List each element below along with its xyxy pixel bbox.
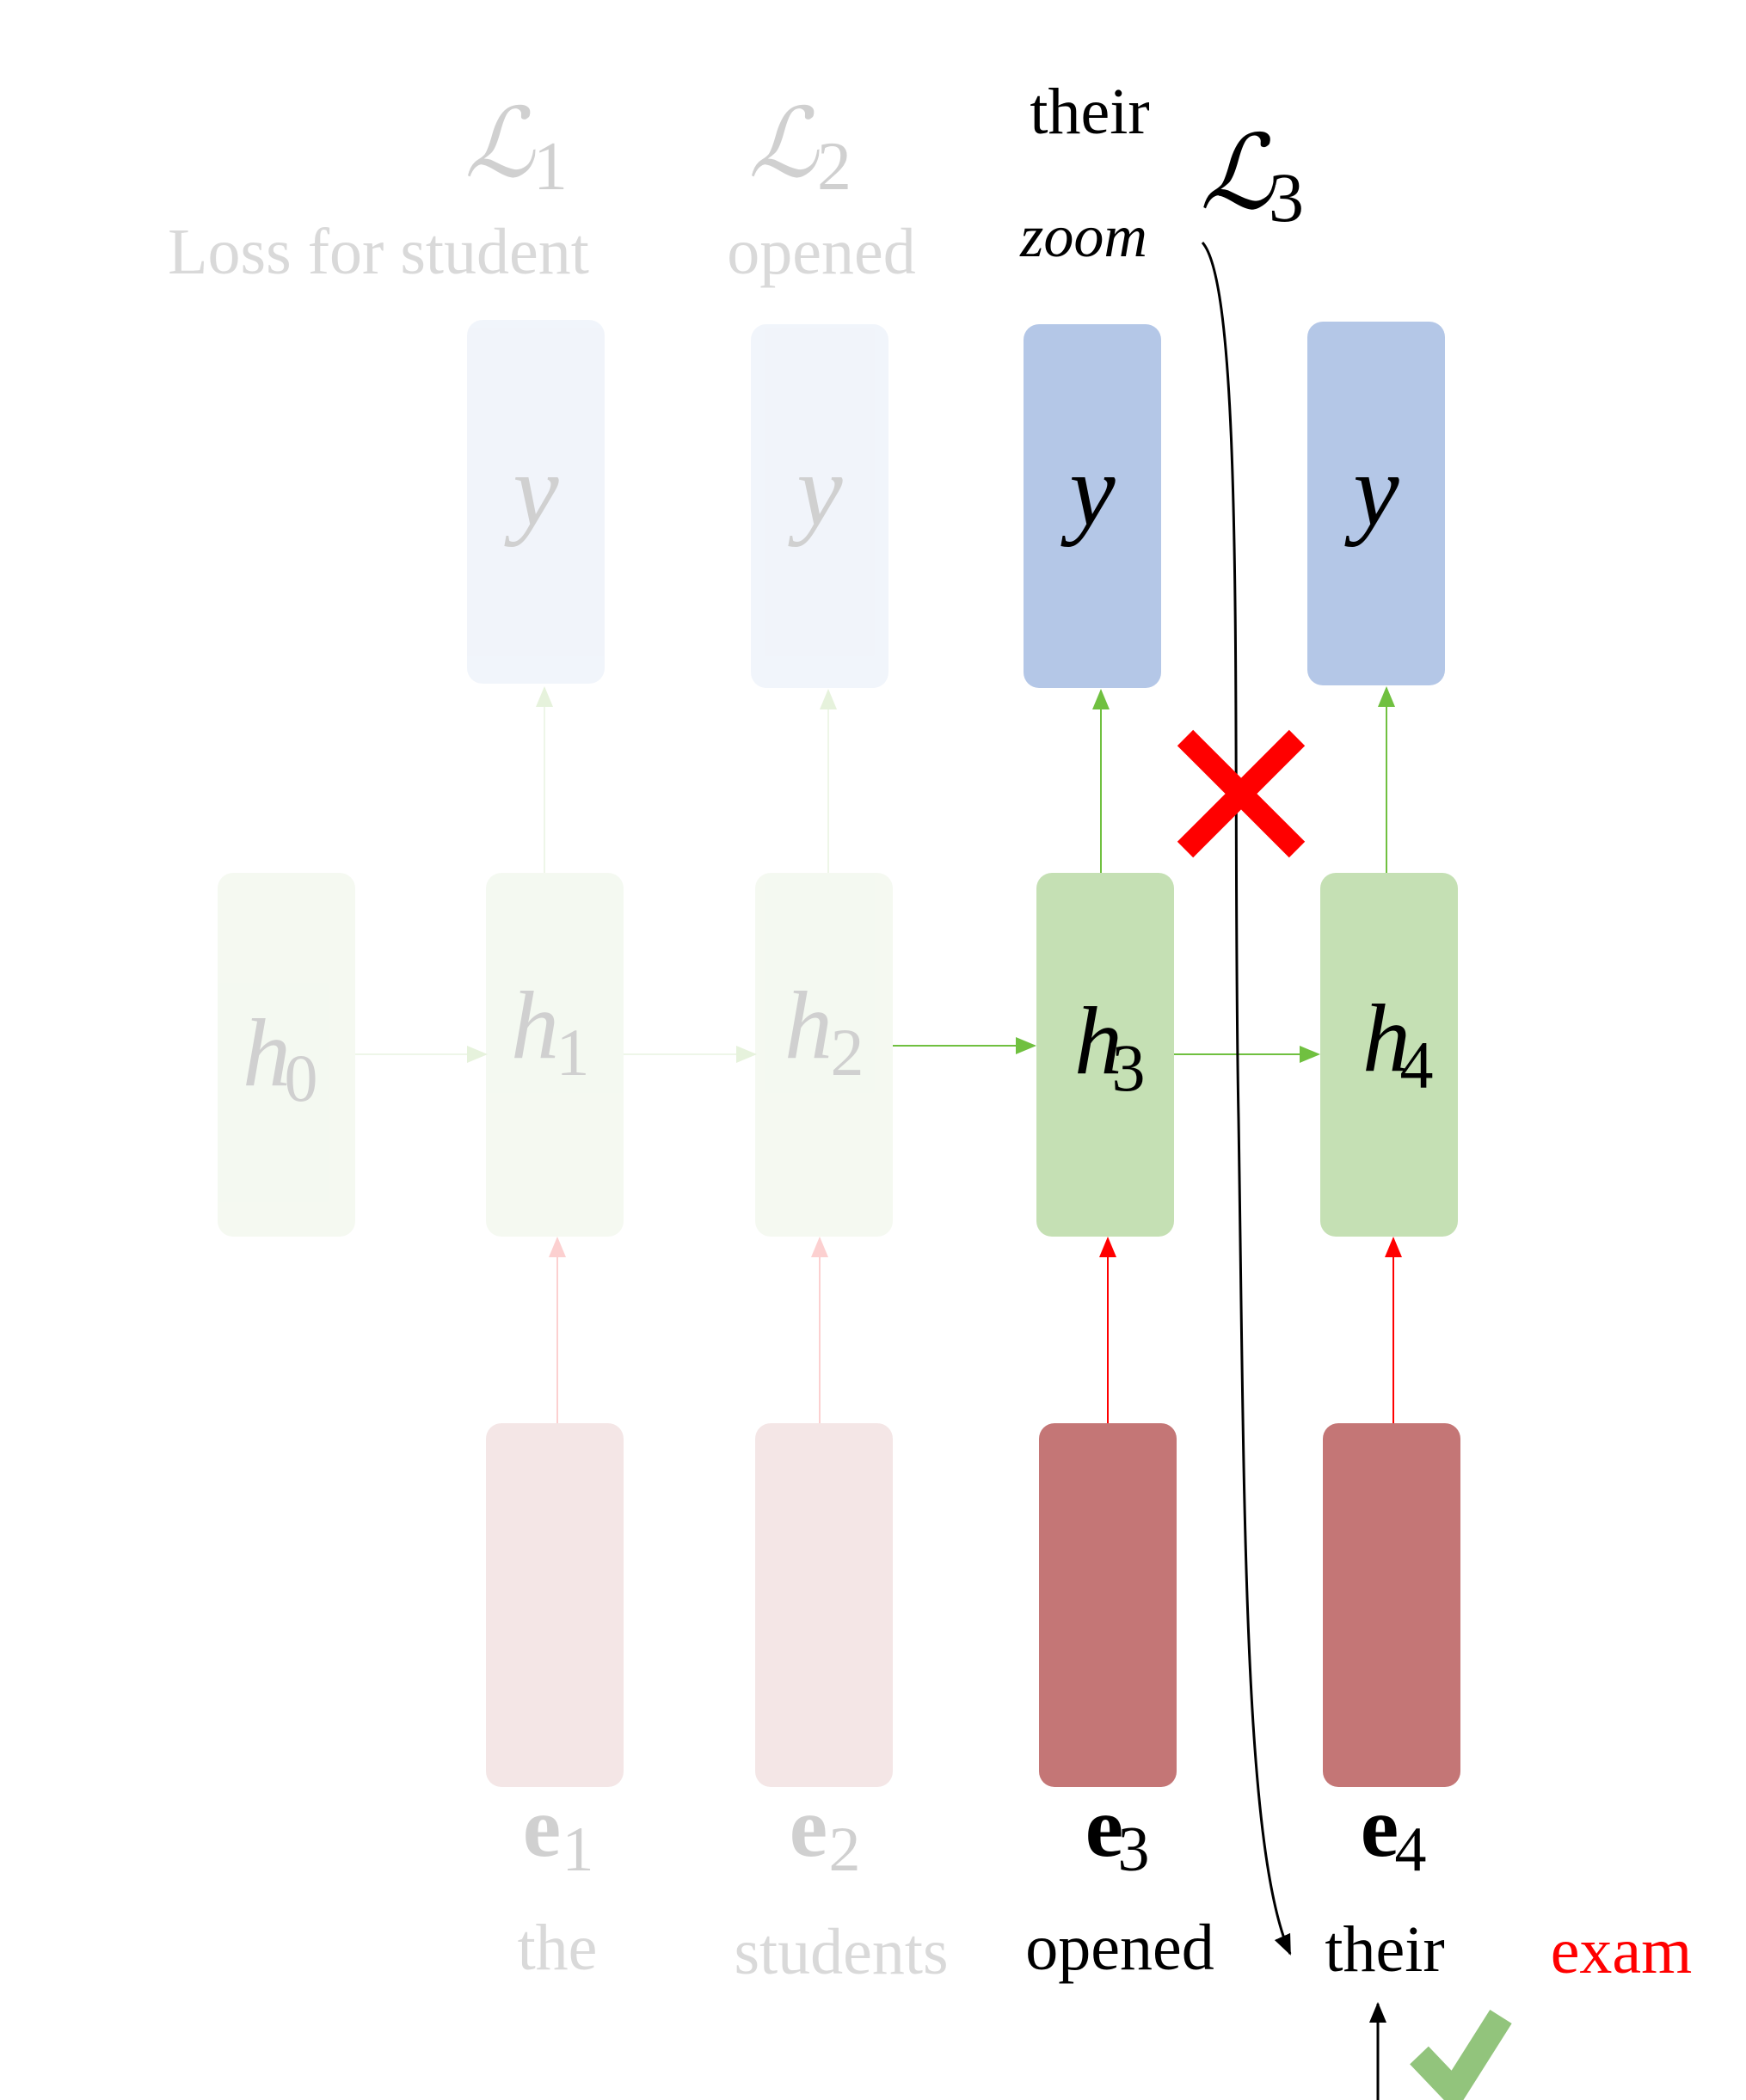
y-box-2-label: y	[787, 433, 843, 547]
loss-3-subscript: 3	[1269, 158, 1304, 236]
e-label-4: e 4	[1361, 1779, 1427, 1885]
e-box-3	[1039, 1423, 1177, 1787]
loss-3-label: ℒ 3	[1200, 116, 1304, 236]
y-box-4: y	[1307, 322, 1445, 685]
h-box-3: h 3	[1036, 873, 1174, 1237]
e-label-1: e 1	[523, 1779, 594, 1885]
e-label-4-subscript: 4	[1395, 1814, 1427, 1885]
loss-2-label: ℒ 2	[748, 91, 851, 205]
y-box-2: y	[751, 324, 888, 688]
input-word-students: students	[734, 1916, 948, 1988]
e-label-2-subscript: 2	[829, 1814, 861, 1885]
h-box-2: h 2	[755, 873, 893, 1237]
loss-1-subscript: 1	[533, 129, 568, 205]
y-box-4-label: y	[1343, 433, 1399, 547]
h-box-4-letter: h	[1362, 986, 1411, 1092]
e-label-2: e 2	[790, 1779, 861, 1885]
label-zoom: zoom	[1019, 204, 1147, 270]
h-box-0-letter: h	[243, 1000, 291, 1107]
input-word-opened: opened	[1025, 1912, 1214, 1984]
e-box-2	[755, 1423, 893, 1787]
e-label-4-letter: e	[1361, 1779, 1399, 1875]
h-box-2-letter: h	[784, 973, 833, 1079]
loss-3-symbol: ℒ	[1200, 116, 1276, 230]
y-box-3-label: y	[1060, 433, 1116, 547]
e-label-1-letter: e	[523, 1779, 561, 1875]
e-label-3-letter: e	[1085, 1779, 1123, 1875]
h-box-0-subscript: 0	[285, 1041, 318, 1115]
loss-1-symbol: ℒ	[464, 91, 536, 198]
h-box-3-subscript: 3	[1112, 1030, 1146, 1105]
e-label-3: e 3	[1085, 1779, 1150, 1885]
h-box-4-subscript: 4	[1400, 1028, 1434, 1102]
e-label-1-subscript: 1	[563, 1814, 594, 1885]
label-opened-top: opened	[727, 216, 915, 288]
h-box-4: h 4	[1320, 873, 1458, 1237]
y-box-3: y	[1024, 324, 1161, 688]
e-label-2-letter: e	[790, 1779, 827, 1875]
h-box-1: h 1	[486, 873, 624, 1237]
y-box-1-label: y	[503, 433, 559, 547]
h-box-3-letter: h	[1074, 988, 1122, 1095]
input-word-exam: exam	[1551, 1915, 1693, 1987]
loss-1-label: ℒ 1	[464, 91, 568, 205]
e-box-1	[486, 1423, 624, 1787]
h-box-2-subscript: 2	[831, 1015, 864, 1090]
loss-2-symbol: ℒ	[748, 91, 820, 198]
y-box-1: y	[467, 320, 605, 684]
cross-icon	[1177, 729, 1306, 858]
loss-2-subscript: 2	[817, 129, 851, 205]
e-box-4	[1323, 1423, 1460, 1787]
h-box-1-letter: h	[511, 973, 559, 1079]
e-label-3-subscript: 3	[1118, 1814, 1150, 1885]
h-box-0: h 0	[218, 873, 355, 1237]
h-box-1-subscript: 1	[556, 1015, 590, 1090]
label-their-top: their	[1030, 76, 1149, 148]
teacher-forcing-curve-arrow	[1201, 242, 1292, 1956]
checkmark-icon	[1410, 2009, 1512, 2100]
input-word-the: the	[518, 1912, 598, 1984]
label-loss-for-student: Loss for student	[168, 216, 589, 288]
input-word-their: their	[1325, 1913, 1444, 1986]
